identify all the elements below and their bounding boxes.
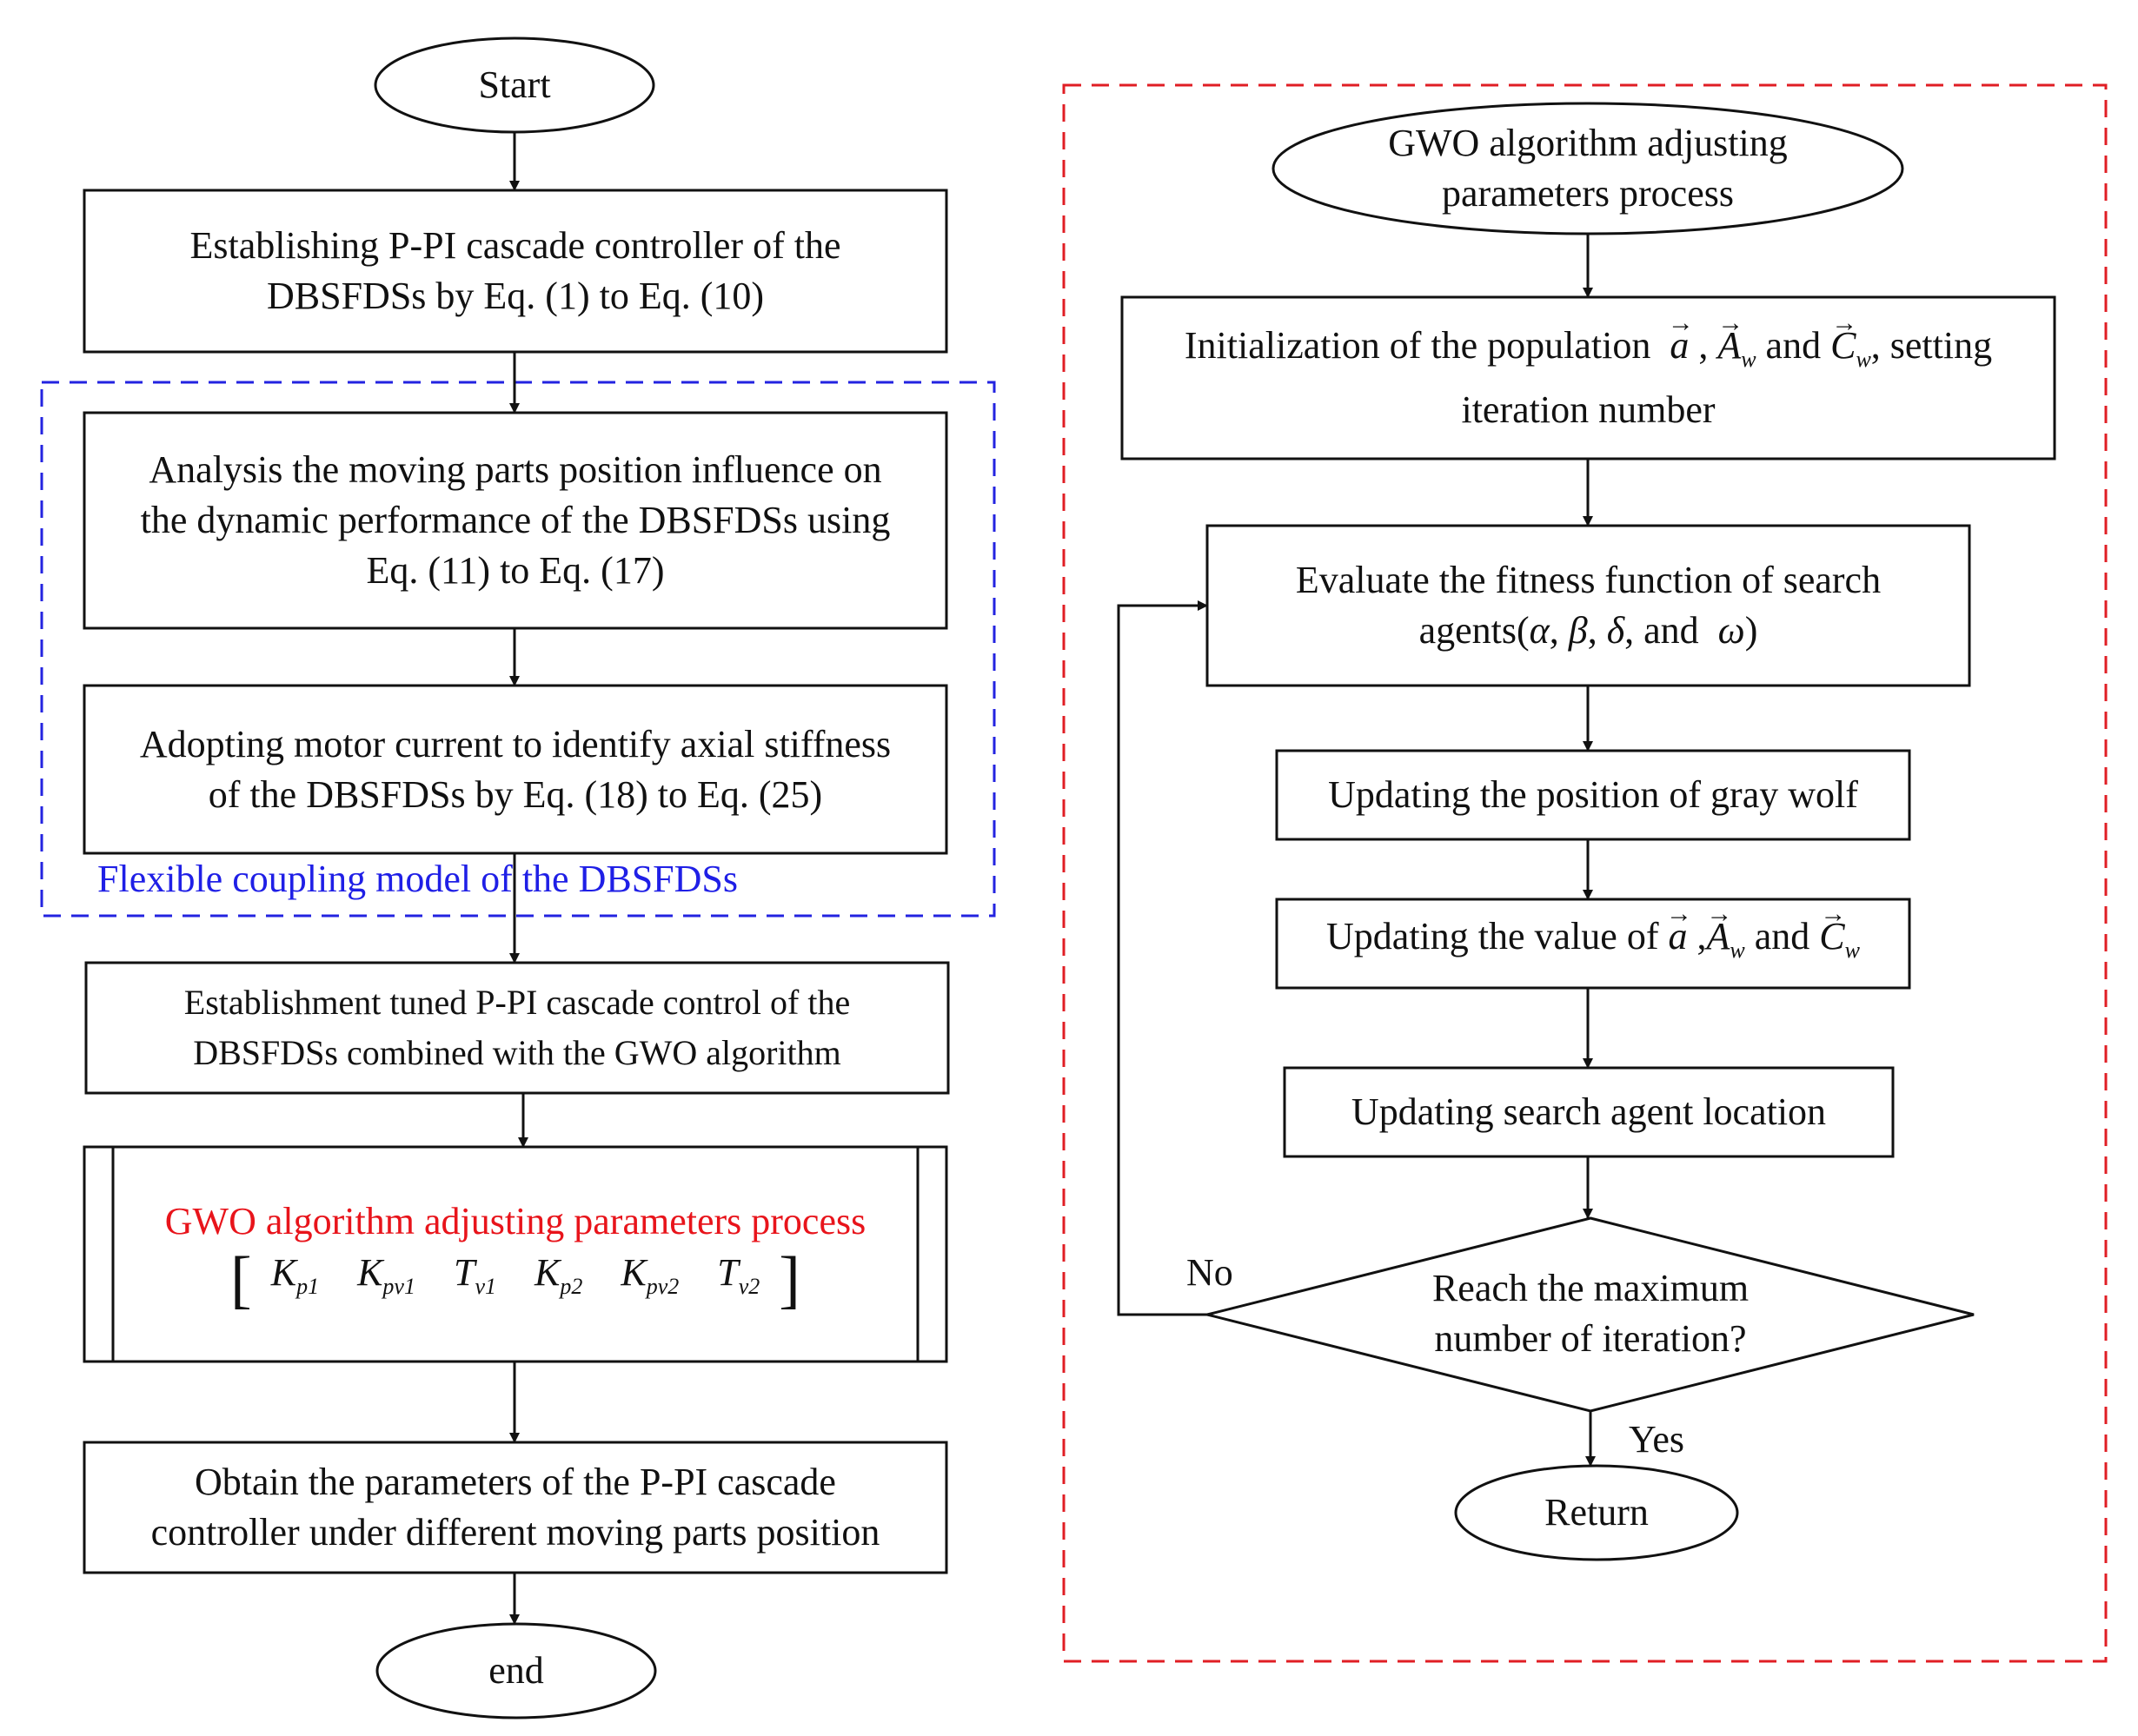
- update-position-line: Updating the position of gray wolf: [1328, 773, 1858, 816]
- return-terminal: [1454, 1464, 1739, 1561]
- step-update-position-box: [1275, 749, 1911, 841]
- step2-line-2: the dynamic performance of the DBSFDSs u…: [140, 499, 891, 541]
- step-initialization-box: [1120, 295, 2056, 461]
- end-text: end: [488, 1649, 544, 1692]
- update-vector-C: C: [1819, 911, 1844, 962]
- step5-line-1: Obtain the parameters of the P-PI cascad…: [195, 1461, 836, 1503]
- step2-line-3: Eq. (11) to Eq. (17): [366, 549, 665, 592]
- decision-yes-label: Yes: [1629, 1418, 1685, 1461]
- decision-line-2: number of iteration?: [1434, 1317, 1747, 1360]
- update-value-line: Updating the value of a ,Aw and Cw: [1326, 911, 1860, 976]
- step-update-value-text: Updating the value of a ,Aw and Cw: [1277, 899, 1909, 988]
- step-tuned-control-text: Establishment tuned P-PI cascade control…: [86, 963, 948, 1093]
- step-evaluate-fitness-text: Evaluate the fitness function of search …: [1207, 526, 1969, 686]
- vector-C: C: [1830, 321, 1856, 371]
- decision-text: Reach the maximum number of iteration?: [1330, 1249, 1851, 1379]
- vector-A: A: [1717, 321, 1741, 371]
- step-obtain-parameters-text: Obtain the parameters of the P-PI cascad…: [84, 1442, 946, 1573]
- step-analysis-text: Analysis the moving parts position influ…: [84, 413, 946, 628]
- step-update-value-box: [1275, 898, 1911, 990]
- param-tv1: Tv1: [453, 1250, 496, 1299]
- parameter-vector-left-bracket: [: [230, 1243, 252, 1315]
- param-kp1: Kp1: [270, 1250, 320, 1299]
- subprocess-gwo-box: [83, 1145, 948, 1363]
- param-kp2: Kp2: [534, 1250, 583, 1299]
- gwo-start-text: GWO algorithm adjusting parameters proce…: [1273, 103, 1902, 234]
- start-text: Start: [478, 63, 551, 106]
- parameter-vector: [ Kp1 Kpv1 Tv1 Kp2 Kpv2 Tv2 ]: [230, 1247, 800, 1313]
- evaluate-line-1: Evaluate the fitness function of search: [1295, 559, 1882, 601]
- init-line-1: Initialization of the population a , Aw …: [1185, 321, 1992, 385]
- init-line-2: iteration number: [1461, 388, 1716, 431]
- step-establish-controller-text: Establishing P-PI cascade controller of …: [84, 190, 946, 352]
- param-tv2: Tv2: [717, 1250, 760, 1299]
- return-label: Return: [1456, 1466, 1737, 1560]
- step1-line-2: DBSFDSs by Eq. (1) to Eq. (10): [266, 275, 765, 317]
- step-obtain-parameters-box: [83, 1441, 948, 1574]
- parameter-vector-right-bracket: ]: [779, 1243, 800, 1315]
- step-evaluate-fitness-box: [1205, 524, 1971, 687]
- decision-no-label: No: [1186, 1251, 1233, 1294]
- decision-line-1: Reach the maximum: [1431, 1267, 1750, 1309]
- step2-line-1: Analysis the moving parts position influ…: [149, 448, 882, 491]
- step5-line-2: controller under different moving parts …: [150, 1511, 880, 1554]
- arrow-decision-no-loop: [1117, 600, 1208, 1316]
- param-kpv1: Kpv1: [357, 1250, 415, 1299]
- step4-line-1: Establishment tuned P-PI cascade control…: [183, 983, 851, 1022]
- step4-line-2: DBSFDSs combined with the GWO algorithm: [193, 1033, 841, 1072]
- gwo-start-line-1: GWO algorithm adjusting: [1388, 122, 1788, 164]
- gwo-start-line-2: parameters process: [1442, 172, 1734, 215]
- subprocess-title: GWO algorithm adjusting parameters proce…: [164, 1199, 866, 1242]
- evaluate-line-2: agents(α, β, δ, and ω): [1418, 609, 1758, 652]
- step3-line-2: of the DBSFDSs by Eq. (18) to Eq. (25): [208, 772, 823, 816]
- subprocess-gwo-text: GWO algorithm adjusting parameters proce…: [113, 1147, 918, 1362]
- step3-line-1: Adopting motor current to identify axial…: [139, 722, 892, 765]
- step-update-agent-text: Updating search agent location: [1285, 1068, 1893, 1156]
- end-label: end: [377, 1624, 655, 1718]
- param-kpv2: Kpv2: [621, 1250, 680, 1299]
- step-tuned-control-box: [84, 961, 950, 1095]
- step-initialization-text: Initialization of the population a , Aw …: [1122, 297, 2055, 459]
- start-label: Start: [375, 38, 654, 132]
- step-update-position-text: Updating the position of gray wolf: [1277, 751, 1909, 839]
- update-agent-line: Updating search agent location: [1351, 1090, 1827, 1133]
- step1-line-1: Establishing P-PI cascade controller of …: [189, 224, 841, 267]
- step-update-agent-box: [1283, 1066, 1895, 1158]
- step-identify-stiffness-box: [83, 684, 948, 855]
- return-text: Return: [1544, 1491, 1649, 1534]
- update-vector-a: a: [1668, 911, 1687, 962]
- flexible-coupling-group-label: Flexible coupling model of the DBSFDSs: [97, 858, 738, 900]
- step-identify-stiffness-text: Adopting motor current to identify axial…: [84, 686, 946, 853]
- step-establish-controller-box: [83, 189, 948, 354]
- flexible-coupling-group-box: [40, 381, 996, 918]
- update-vector-A: A: [1706, 911, 1730, 962]
- vector-a: a: [1670, 321, 1689, 371]
